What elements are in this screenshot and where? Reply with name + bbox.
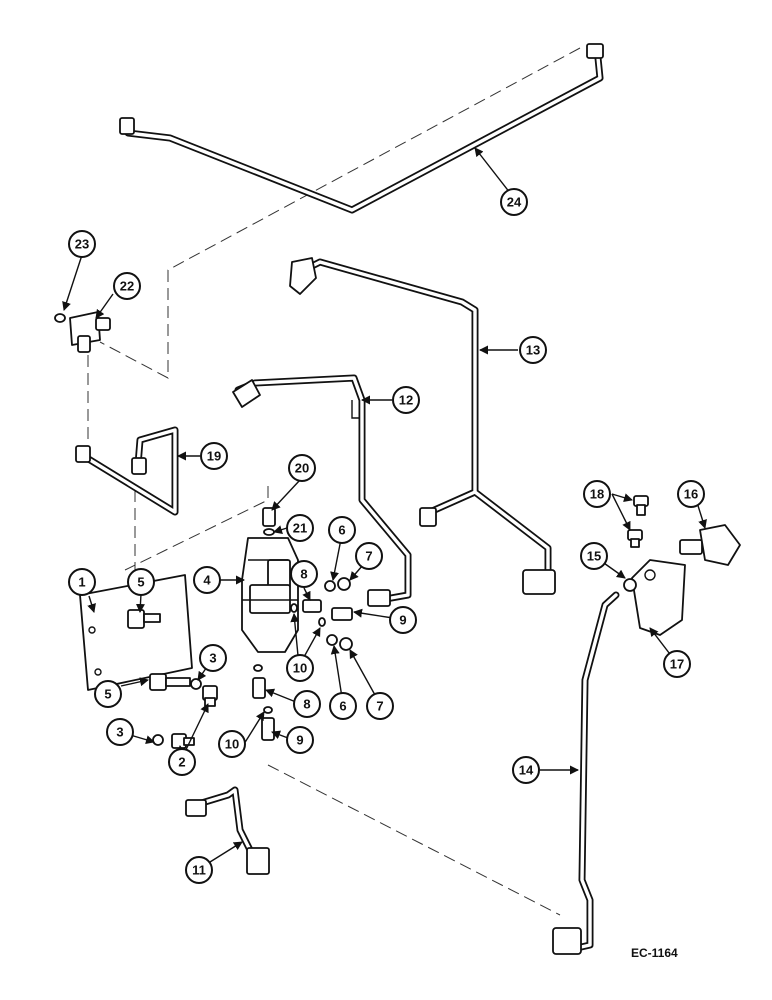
callout-10-lower: 10 (218, 730, 246, 758)
bracket-17 (631, 559, 686, 636)
pipe-24 (119, 43, 604, 214)
callout-3-upper: 3 (199, 644, 227, 672)
svg-text:5: 5 (104, 687, 111, 702)
nut-15 (623, 578, 637, 592)
svg-text:14: 14 (519, 763, 534, 778)
o-ring-10-a (290, 603, 298, 613)
svg-text:4: 4 (203, 573, 211, 588)
pipe-14 (552, 591, 620, 955)
assembly-guide-lines (87, 47, 581, 916)
svg-text:24: 24 (507, 195, 522, 210)
svg-text:9: 9 (399, 613, 406, 628)
callout-15: 15 (580, 542, 608, 570)
nut-6-lower (326, 634, 338, 646)
svg-text:5: 5 (137, 575, 144, 590)
svg-text:10: 10 (293, 661, 307, 676)
callout-11: 11 (185, 856, 213, 884)
nut-7-lower (339, 637, 353, 651)
bolt-2-upper (202, 685, 218, 707)
svg-text:12: 12 (399, 393, 413, 408)
valve-body-4 (241, 537, 299, 653)
callout-6-upper: 6 (328, 516, 356, 544)
svg-text:15: 15 (587, 549, 601, 564)
svg-text:9: 9 (296, 733, 303, 748)
svg-text:17: 17 (670, 657, 684, 672)
fitting-9-upper (331, 607, 353, 621)
callout-2: 2 (168, 748, 196, 776)
callout-5-upper: 5 (127, 568, 155, 596)
nut-3-lower (152, 734, 164, 746)
nut-3-upper (190, 678, 202, 690)
switch-16 (679, 524, 741, 566)
svg-text:19: 19 (207, 449, 221, 464)
o-ring-10-b (318, 617, 326, 627)
pipe-13 (289, 257, 556, 595)
bolt-18-a (633, 495, 649, 516)
callout-12: 12 (392, 386, 420, 414)
callout-9-lower: 9 (286, 726, 314, 754)
callout-7-lower: 7 (366, 692, 394, 720)
callout-16: 16 (677, 480, 705, 508)
callout-10-upper: 10 (286, 654, 314, 682)
callout-9-upper: 9 (389, 606, 417, 634)
svg-text:18: 18 (590, 487, 604, 502)
drawing-reference: EC-1164 (631, 946, 678, 960)
bolt-18-b (627, 529, 643, 548)
callout-23: 23 (68, 230, 96, 258)
callout-6-lower: 6 (329, 692, 357, 720)
svg-text:7: 7 (365, 549, 372, 564)
svg-text:13: 13 (526, 343, 540, 358)
o-ring-10-c (253, 664, 263, 672)
callout-24: 24 (500, 188, 528, 216)
fitting-20 (262, 507, 276, 527)
svg-text:8: 8 (300, 567, 307, 582)
tee-fitting-22 (69, 311, 111, 353)
callout-3-lower: 3 (106, 718, 134, 746)
fitting-9-lower (261, 717, 275, 741)
svg-text:6: 6 (338, 523, 345, 538)
pipe-12 (232, 374, 412, 607)
svg-text:2: 2 (178, 755, 185, 770)
fitting-8-upper (302, 599, 322, 613)
callout-8-lower: 8 (293, 690, 321, 718)
svg-text:3: 3 (116, 725, 123, 740)
svg-text:1: 1 (78, 575, 85, 590)
callout-5-lower: 5 (94, 680, 122, 708)
callout-8-upper: 8 (290, 560, 318, 588)
nut-6-upper (324, 580, 336, 592)
svg-text:8: 8 (303, 697, 310, 712)
svg-text:7: 7 (376, 699, 383, 714)
fitting-8-lower (252, 677, 266, 699)
callout-22: 22 (113, 272, 141, 300)
svg-text:21: 21 (293, 521, 307, 536)
callout-4: 4 (193, 566, 221, 594)
svg-text:6: 6 (339, 699, 346, 714)
svg-text:20: 20 (295, 461, 309, 476)
bolt-5-lower (149, 673, 191, 691)
callout-21: 21 (286, 514, 314, 542)
nut-7-upper (337, 577, 351, 591)
pipe-11 (185, 786, 270, 875)
callout-20: 20 (288, 454, 316, 482)
o-ring-21 (263, 528, 275, 536)
o-ring-23 (54, 313, 66, 323)
callout-14: 14 (512, 756, 540, 784)
pipe-19 (75, 426, 179, 516)
o-ring-10-d (263, 706, 273, 714)
svg-text:10: 10 (225, 737, 239, 752)
svg-text:3: 3 (209, 651, 216, 666)
callout-1: 1 (68, 568, 96, 596)
callout-13: 13 (519, 336, 547, 364)
svg-text:16: 16 (684, 487, 698, 502)
callout-17: 17 (663, 650, 691, 678)
callout-19: 19 (200, 442, 228, 470)
callout-18: 18 (583, 480, 611, 508)
callout-7-upper: 7 (355, 542, 383, 570)
svg-text:23: 23 (75, 237, 89, 252)
svg-text:22: 22 (120, 279, 134, 294)
svg-text:11: 11 (192, 863, 206, 878)
